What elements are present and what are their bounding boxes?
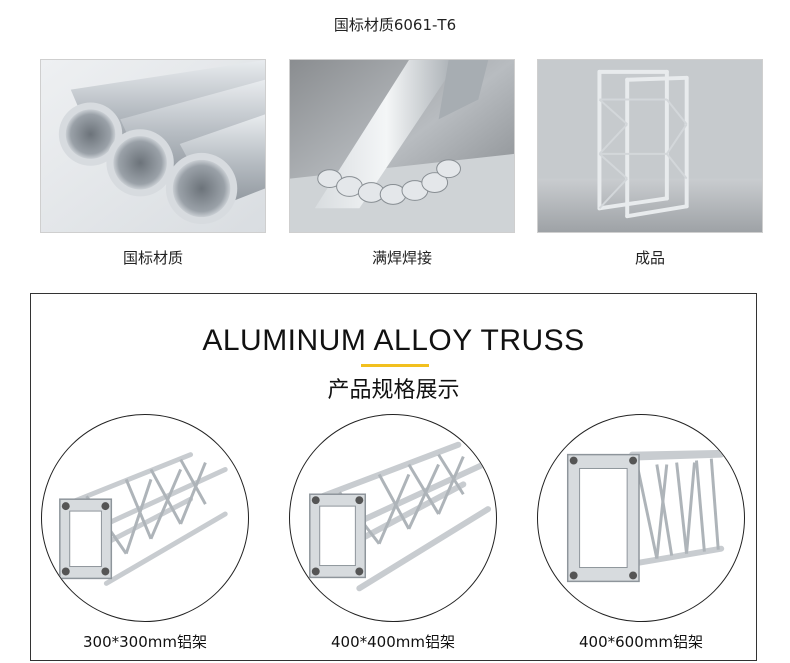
- page-title: 国标材质6061-T6: [333, 16, 457, 34]
- aluminum-tubes-photo: [40, 59, 266, 233]
- finished-truss-photo: [537, 59, 763, 233]
- panel-subheading: 产品规格展示: [327, 378, 460, 403]
- accent-divider: [361, 364, 429, 367]
- panel-heading: ALUMINUM ALLOY TRUSS: [202, 324, 585, 357]
- truss-400x600-image: [537, 414, 745, 622]
- photo-caption-material: 国标材质: [122, 249, 183, 267]
- spec-label-300x300: 300*300mm铝架: [83, 633, 207, 651]
- weld-seam-photo: [289, 59, 515, 233]
- truss-400x400-image: [289, 414, 497, 622]
- truss-300x300-image: [41, 414, 249, 622]
- spec-panel: ALUMINUM ALLOY TRUSS 产品规格展示: [30, 293, 757, 661]
- spec-label-400x600: 400*600mm铝架: [579, 633, 703, 651]
- photo-caption-finished: 成品: [634, 249, 665, 267]
- spec-label-400x400: 400*400mm铝架: [331, 633, 455, 651]
- photo-caption-welding: 满焊焊接: [371, 249, 432, 267]
